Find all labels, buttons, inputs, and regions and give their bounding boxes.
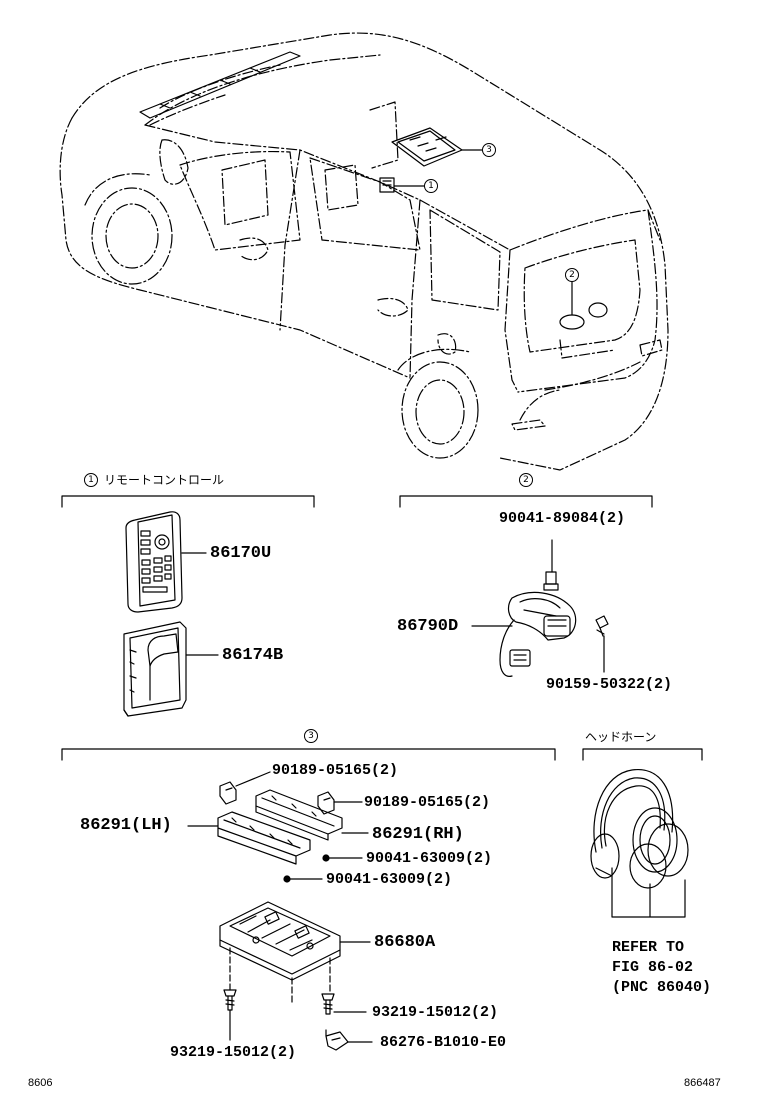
part-label-bracket-lh: 86291(LH) (80, 816, 172, 835)
hook-drawing (325, 1031, 349, 1051)
bracket-remote (61, 495, 315, 508)
leader-clip-upper (235, 771, 271, 787)
clip-upper-drawing (219, 781, 237, 805)
part-label-display-assy: 86680A (374, 933, 436, 952)
part-label-lamp-assy: 86790D (397, 617, 459, 636)
part-label-remote-case: 86174B (222, 646, 284, 665)
roof-display-unit (391, 127, 463, 167)
reference-line-2: FIG 86-02 (612, 959, 694, 976)
part-label-lamp-screw: 90159-50322(2) (546, 676, 673, 693)
screw-left-drawing (223, 989, 237, 1011)
vehicle-outline (59, 32, 669, 471)
section-remote-title: リモートコントロール (104, 473, 225, 487)
lamp-assy-drawing (499, 571, 609, 677)
bracket-overhead (61, 748, 556, 761)
part-label-screw-left: 93219-15012(2) (170, 1044, 297, 1061)
part-label-bracket-rh: 86291(RH) (372, 825, 464, 844)
bracket-lamp (399, 495, 653, 508)
bracket-lh-drawing (217, 811, 311, 865)
headphone-drawing (590, 769, 689, 889)
part-label-clip-upper: 90189-05165(2) (272, 762, 399, 779)
callout-2: 2 (565, 268, 579, 282)
leader-headphone (611, 867, 686, 918)
remote-control-drawing (125, 511, 183, 613)
nut-lower-drawing (283, 875, 291, 883)
figure-code: 8606 (28, 1077, 53, 1089)
screw-right-drawing (321, 993, 335, 1015)
vehicle-wheels (84, 173, 479, 459)
section-remote-marker: 1 (84, 473, 98, 487)
section-headphone-title: ヘッドホーン (585, 730, 657, 744)
part-label-nut-lower: 90041-63009(2) (326, 871, 453, 888)
part-label-lamp-bulb: 90041-89084(2) (499, 510, 626, 527)
roof-rail (139, 51, 301, 119)
clip-right-drawing (317, 791, 335, 815)
reference-line-1: REFER TO (612, 939, 685, 956)
display-assy-drawing (219, 901, 341, 981)
nut-right-drawing (322, 854, 330, 862)
part-label-remote-control: 86170U (210, 544, 272, 563)
callout-3: 3 (482, 143, 496, 157)
part-label-screw-right: 93219-15012(2) (372, 1004, 499, 1021)
part-label-clip-right: 90189-05165(2) (364, 794, 491, 811)
section-lamp-marker: 2 (519, 473, 533, 487)
part-label-hook: 86276-B1010-E0 (380, 1034, 507, 1051)
rear-door-lamp (559, 302, 608, 330)
bracket-rh-drawing (255, 789, 343, 841)
reference-line-3: (PNC 86040) (612, 979, 712, 996)
callout-1: 1 (424, 179, 438, 193)
illustration-code: 866487 (684, 1077, 721, 1089)
console-remote (379, 177, 395, 193)
remote-case-drawing (123, 621, 187, 717)
section-overhead-marker: 3 (304, 729, 318, 743)
part-label-nut-right: 90041-63009(2) (366, 850, 493, 867)
bracket-headphone (582, 748, 703, 761)
